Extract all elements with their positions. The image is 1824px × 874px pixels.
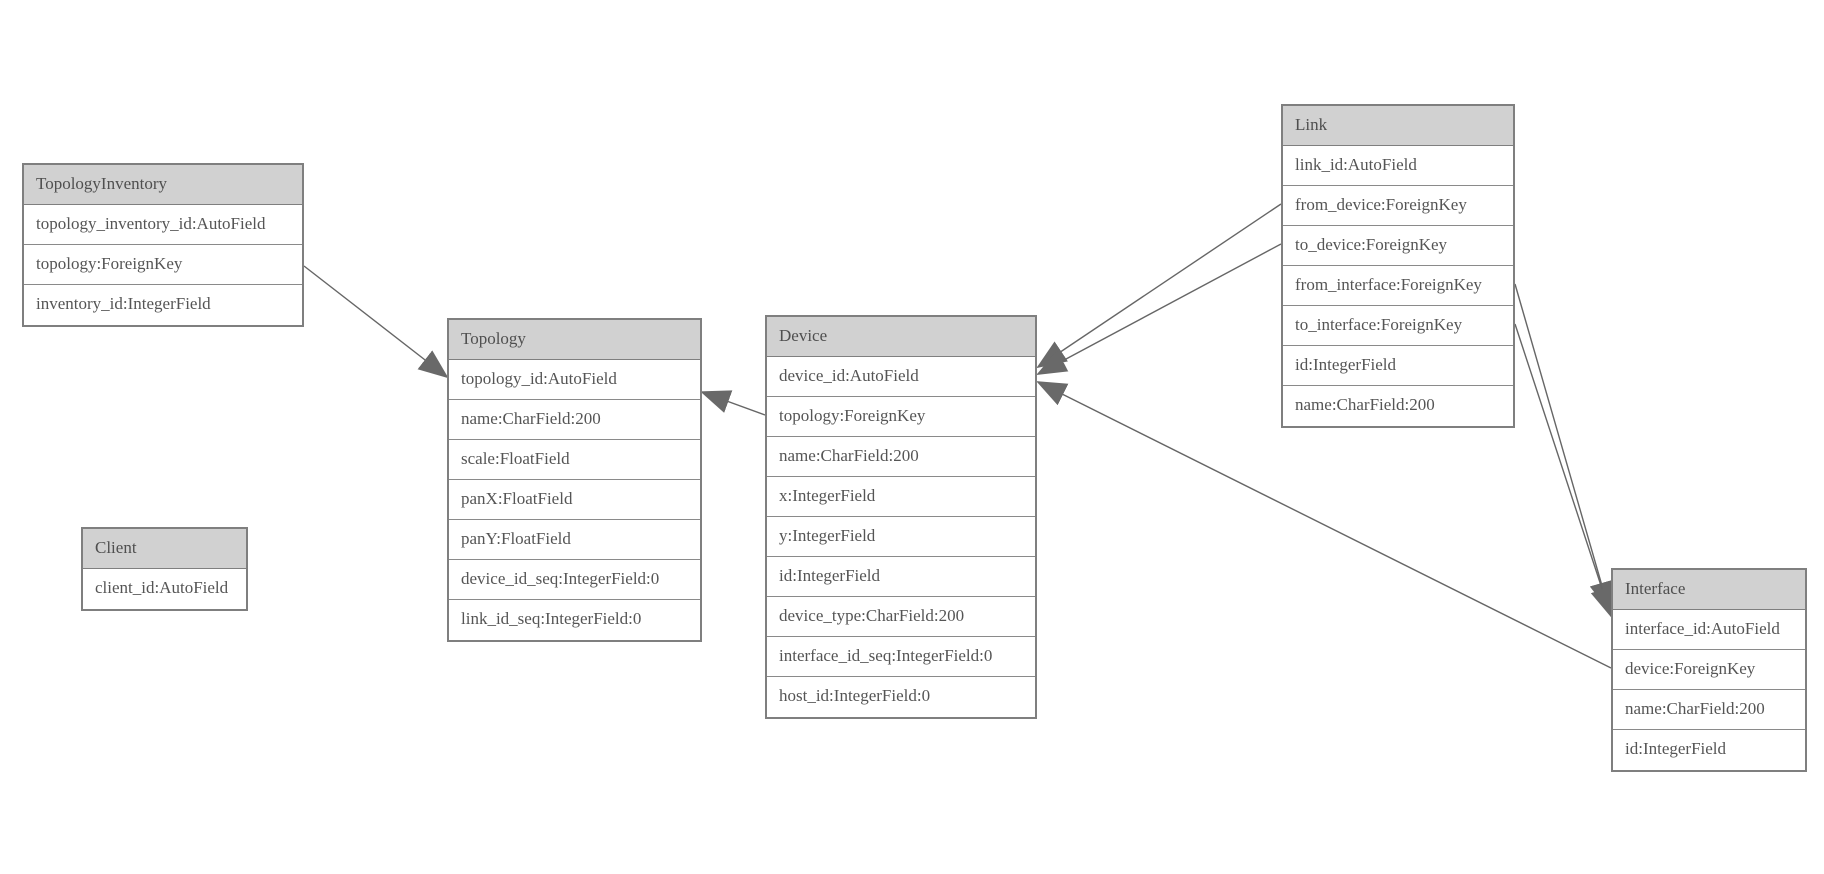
edge-link-frominterface-interface <box>1514 283 1613 612</box>
field-name: name:CharField:200 <box>1283 386 1513 426</box>
entity-header-topology: Topology <box>449 320 700 360</box>
field-device-id: device_id:AutoField <box>767 357 1035 397</box>
field-host-id: host_id:IntegerField:0 <box>767 677 1035 717</box>
field-from-device: from_device:ForeignKey <box>1283 186 1513 226</box>
field-topology-fk: topology:ForeignKey <box>24 245 302 285</box>
field-device-type: device_type:CharField:200 <box>767 597 1035 637</box>
field-from-interface: from_interface:ForeignKey <box>1283 266 1513 306</box>
field-id: id:IntegerField <box>1283 346 1513 386</box>
field-name: name:CharField:200 <box>767 437 1035 477</box>
field-to-device: to_device:ForeignKey <box>1283 226 1513 266</box>
entity-header-client: Client <box>83 529 246 569</box>
entity-client: Client client_id:AutoField <box>81 527 248 611</box>
entity-topologyinventory: TopologyInventory topology_inventory_id:… <box>22 163 304 327</box>
field-interface-id-seq: interface_id_seq:IntegerField:0 <box>767 637 1035 677</box>
field-inventory-id: inventory_id:IntegerField <box>24 285 302 325</box>
field-scale: scale:FloatField <box>449 440 700 480</box>
field-link-id-seq: link_id_seq:IntegerField:0 <box>449 600 700 640</box>
field-x: x:IntegerField <box>767 477 1035 517</box>
field-link-id: link_id:AutoField <box>1283 146 1513 186</box>
field-to-interface: to_interface:ForeignKey <box>1283 306 1513 346</box>
field-interface-id: interface_id:AutoField <box>1613 610 1805 650</box>
field-name: name:CharField:200 <box>449 400 700 440</box>
field-name: name:CharField:200 <box>1613 690 1805 730</box>
entity-header-device: Device <box>767 317 1035 357</box>
entity-header-topologyinventory: TopologyInventory <box>24 165 302 205</box>
field-pany: panY:FloatField <box>449 520 700 560</box>
field-client-id: client_id:AutoField <box>83 569 246 609</box>
edge-topologyinventory-topology <box>303 265 449 379</box>
field-topology-id: topology_id:AutoField <box>449 360 700 400</box>
entity-header-link: Link <box>1283 106 1513 146</box>
entity-device: Device device_id:AutoField topology:Fore… <box>765 315 1037 719</box>
edge-link-todevice-device <box>1036 243 1282 375</box>
entity-interface: Interface interface_id:AutoField device:… <box>1611 568 1807 772</box>
field-topology-inventory-id: topology_inventory_id:AutoField <box>24 205 302 245</box>
field-device-id-seq: device_id_seq:IntegerField:0 <box>449 560 700 600</box>
field-id: id:IntegerField <box>767 557 1035 597</box>
entity-topology: Topology topology_id:AutoField name:Char… <box>447 318 702 642</box>
edge-device-topology <box>700 390 766 416</box>
field-topology-fk: topology:ForeignKey <box>767 397 1035 437</box>
entity-link: Link link_id:AutoField from_device:Forei… <box>1281 104 1515 428</box>
entity-header-interface: Interface <box>1613 570 1805 610</box>
field-y: y:IntegerField <box>767 517 1035 557</box>
field-panx: panX:FloatField <box>449 480 700 520</box>
edge-link-tointerface-interface <box>1514 323 1614 618</box>
field-id: id:IntegerField <box>1613 730 1805 770</box>
field-device-fk: device:ForeignKey <box>1613 650 1805 690</box>
edge-link-fromdevice-device <box>1036 203 1282 369</box>
